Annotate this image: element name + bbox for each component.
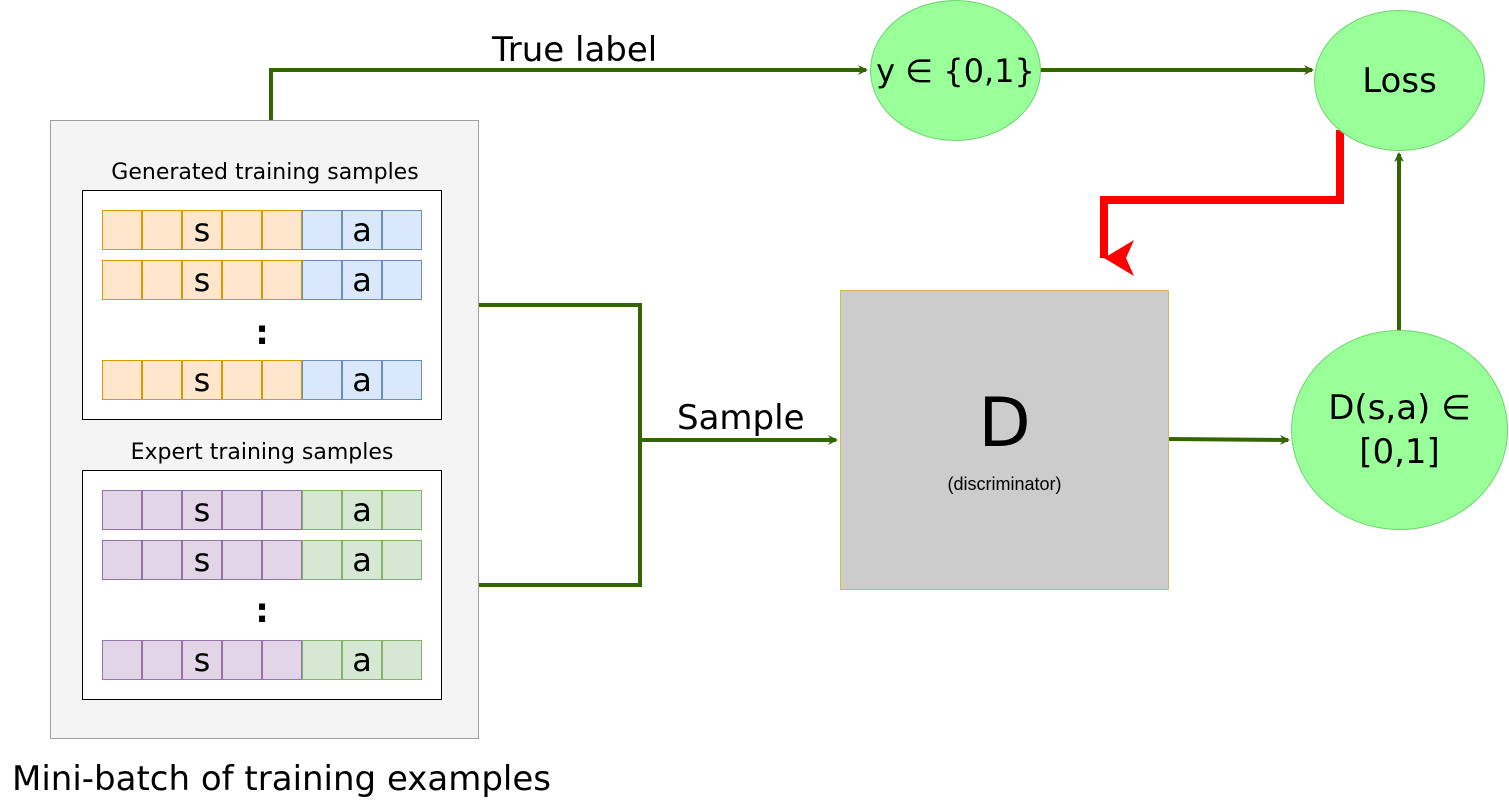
discriminator-output-arrow (1168, 434, 1290, 445)
action-cell: a (342, 260, 382, 300)
state-cell (102, 490, 142, 530)
action-cell (382, 210, 422, 250)
state-cell (142, 640, 182, 680)
action-cell (382, 360, 422, 400)
action-cell: a (342, 210, 382, 250)
expert-sample-row: s a (102, 640, 422, 680)
discriminator-output-node: D(s,a) ∈ [0,1] (1291, 330, 1508, 530)
action-cell: a (342, 640, 382, 680)
state-cell (102, 260, 142, 300)
expert-group-title: Expert training samples (130, 440, 394, 465)
discriminator-symbol: D (978, 384, 1031, 463)
state-cell (222, 210, 262, 250)
mini-batch-caption: Mini-batch of training examples (12, 759, 552, 799)
loss-feedback-arrow (1100, 130, 1344, 276)
action-cell (302, 490, 342, 530)
state-cell (262, 490, 302, 530)
output-line-1: D(s,a) ∈ (1328, 387, 1471, 428)
expert-sample-row: s a (102, 540, 422, 580)
action-cell (382, 540, 422, 580)
loss-node: Loss (1314, 10, 1485, 151)
generated-ellipsis: : (255, 313, 269, 353)
state-cell (102, 360, 142, 400)
generated-sample-row: s a (102, 260, 422, 300)
state-cell (222, 360, 262, 400)
state-cell (142, 260, 182, 300)
state-cell (222, 640, 262, 680)
state-cell (262, 260, 302, 300)
state-cell: s (182, 260, 222, 300)
state-cell (102, 210, 142, 250)
state-cell (102, 540, 142, 580)
state-cell (142, 360, 182, 400)
action-cell (302, 640, 342, 680)
state-cell (142, 540, 182, 580)
generated-sample-row: s a (102, 360, 422, 400)
state-cell (262, 640, 302, 680)
action-cell (382, 490, 422, 530)
state-cell: s (182, 210, 222, 250)
state-cell (142, 490, 182, 530)
action-cell (302, 260, 342, 300)
discriminator-caption: (discriminator) (947, 474, 1062, 494)
action-cell (302, 210, 342, 250)
true-label-text: True label (492, 30, 658, 70)
true-label-arrow (269, 65, 868, 120)
state-cell (262, 210, 302, 250)
state-cell (222, 540, 262, 580)
true-label-node: y ∈ {0,1} (870, 0, 1041, 141)
state-cell (262, 360, 302, 400)
action-cell: a (342, 540, 382, 580)
generated-sample-row: s a (102, 210, 422, 250)
expert-sample-row: s a (102, 490, 422, 530)
generated-group-title: Generated training samples (111, 160, 419, 185)
state-cell (262, 540, 302, 580)
state-cell (222, 490, 262, 530)
generated-sample-connector (441, 303, 642, 587)
state-cell: s (182, 640, 222, 680)
action-cell: a (342, 360, 382, 400)
action-cell (302, 540, 342, 580)
state-cell: s (182, 360, 222, 400)
action-cell (382, 260, 422, 300)
action-cell: a (342, 490, 382, 530)
output-line-2: [0,1] (1359, 432, 1440, 472)
state-cell (142, 210, 182, 250)
expert-ellipsis: : (255, 591, 269, 631)
action-cell (302, 360, 342, 400)
sample-label-text: Sample (677, 398, 805, 438)
state-cell (102, 640, 142, 680)
discriminator-box (840, 290, 1169, 590)
state-cell: s (182, 540, 222, 580)
action-cell (382, 640, 422, 680)
state-cell (222, 260, 262, 300)
state-cell: s (182, 490, 222, 530)
